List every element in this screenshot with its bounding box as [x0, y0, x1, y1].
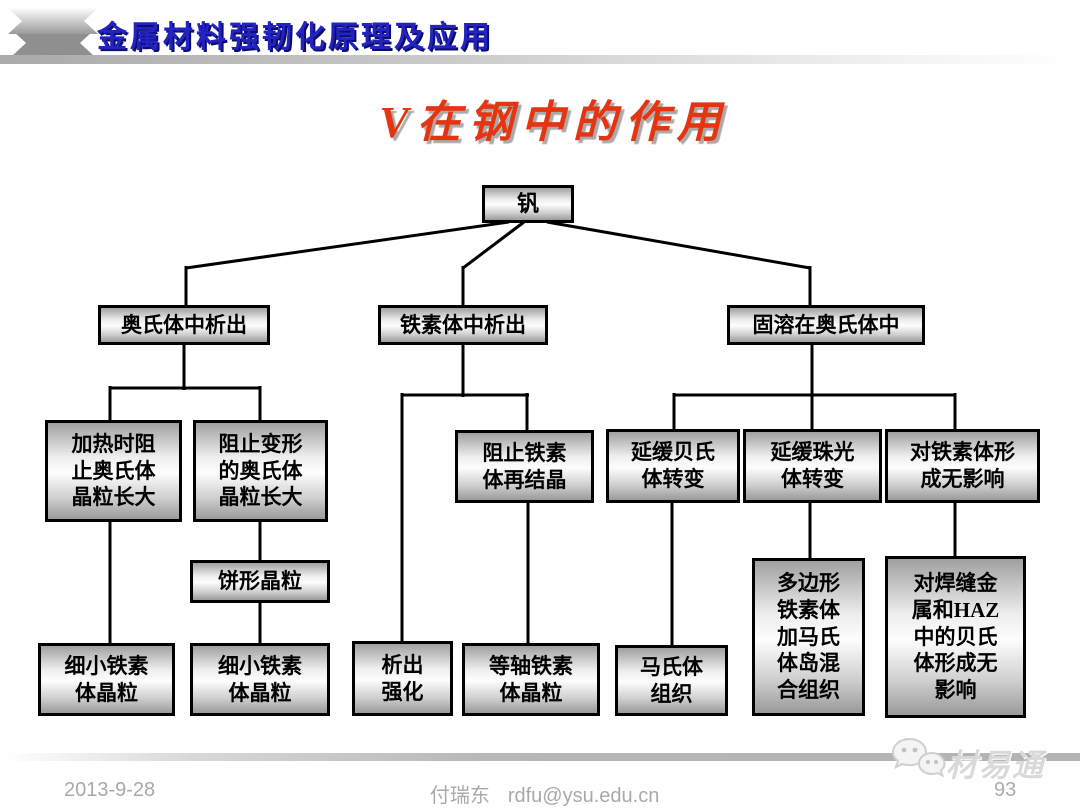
node-fine-ferrite-grains-2: 细小铁素 体晶粒 — [190, 643, 330, 716]
slide-title: V在钢中的作用 — [379, 98, 729, 147]
footer-divider-bar — [0, 753, 1080, 761]
node-precipitation-strengthening: 析出 强化 — [352, 641, 453, 716]
footer-author-email: 付瑞东 rdfu@ysu.edu.cn — [430, 779, 659, 808]
footer-email: rdfu@ysu.edu.cn — [507, 785, 660, 807]
node-pancake-grains: 饼形晶粒 — [190, 560, 330, 603]
footer-date: 2013-9-28 — [64, 779, 156, 801]
node-martensite-structure: 马氏体 组织 — [615, 645, 728, 716]
node-no-bainite-in-weld-metal-haz: 对焊缝金 属和HAZ 中的贝氏 体形成无 影响 — [885, 556, 1026, 718]
node-fine-ferrite-grains-1: 细小铁素 体晶粒 — [38, 643, 175, 716]
footer-author: 付瑞东 — [429, 785, 490, 807]
node-polygonal-ferrite-martensite-island-mixture: 多边形 铁素体 加马氏 体岛混 合组织 — [752, 558, 865, 716]
node-prevent-deformed-austenite-grain-growth: 阻止变形 的奥氏体 晶粒长大 — [193, 420, 328, 522]
node-vanadium: 钒 — [482, 185, 574, 223]
chat-bubbles-watermark-icon — [891, 737, 946, 778]
node-equiaxed-ferrite-grains: 等轴铁素 体晶粒 — [462, 643, 600, 716]
header-divider-bar — [0, 55, 1080, 64]
course-title: 金属材料强韧化原理及应用 — [97, 21, 493, 54]
node-precipitate-in-austenite: 奥氏体中析出 — [98, 305, 270, 345]
ribbon-logo-icon — [8, 8, 98, 56]
node-prevent-ferrite-recrystallization: 阻止铁素 体再结晶 — [455, 430, 594, 503]
node-no-effect-on-ferrite-formation: 对铁素体形 成无影响 — [885, 429, 1040, 503]
watermark-brand: 材易通 — [946, 748, 1045, 783]
node-delay-bainite-transformation: 延缓贝氏 体转变 — [606, 429, 740, 503]
node-delay-pearlite-transformation: 延缓珠光 体转变 — [743, 429, 882, 503]
node-solid-solution-in-austenite: 固溶在奥氏体中 — [727, 305, 925, 345]
node-precipitate-in-ferrite: 铁素体中析出 — [378, 305, 548, 345]
node-prevent-austenite-grain-growth-heating: 加热时阻 止奥氏体 晶粒长大 — [45, 420, 182, 522]
page-number: 93 — [994, 779, 1017, 801]
